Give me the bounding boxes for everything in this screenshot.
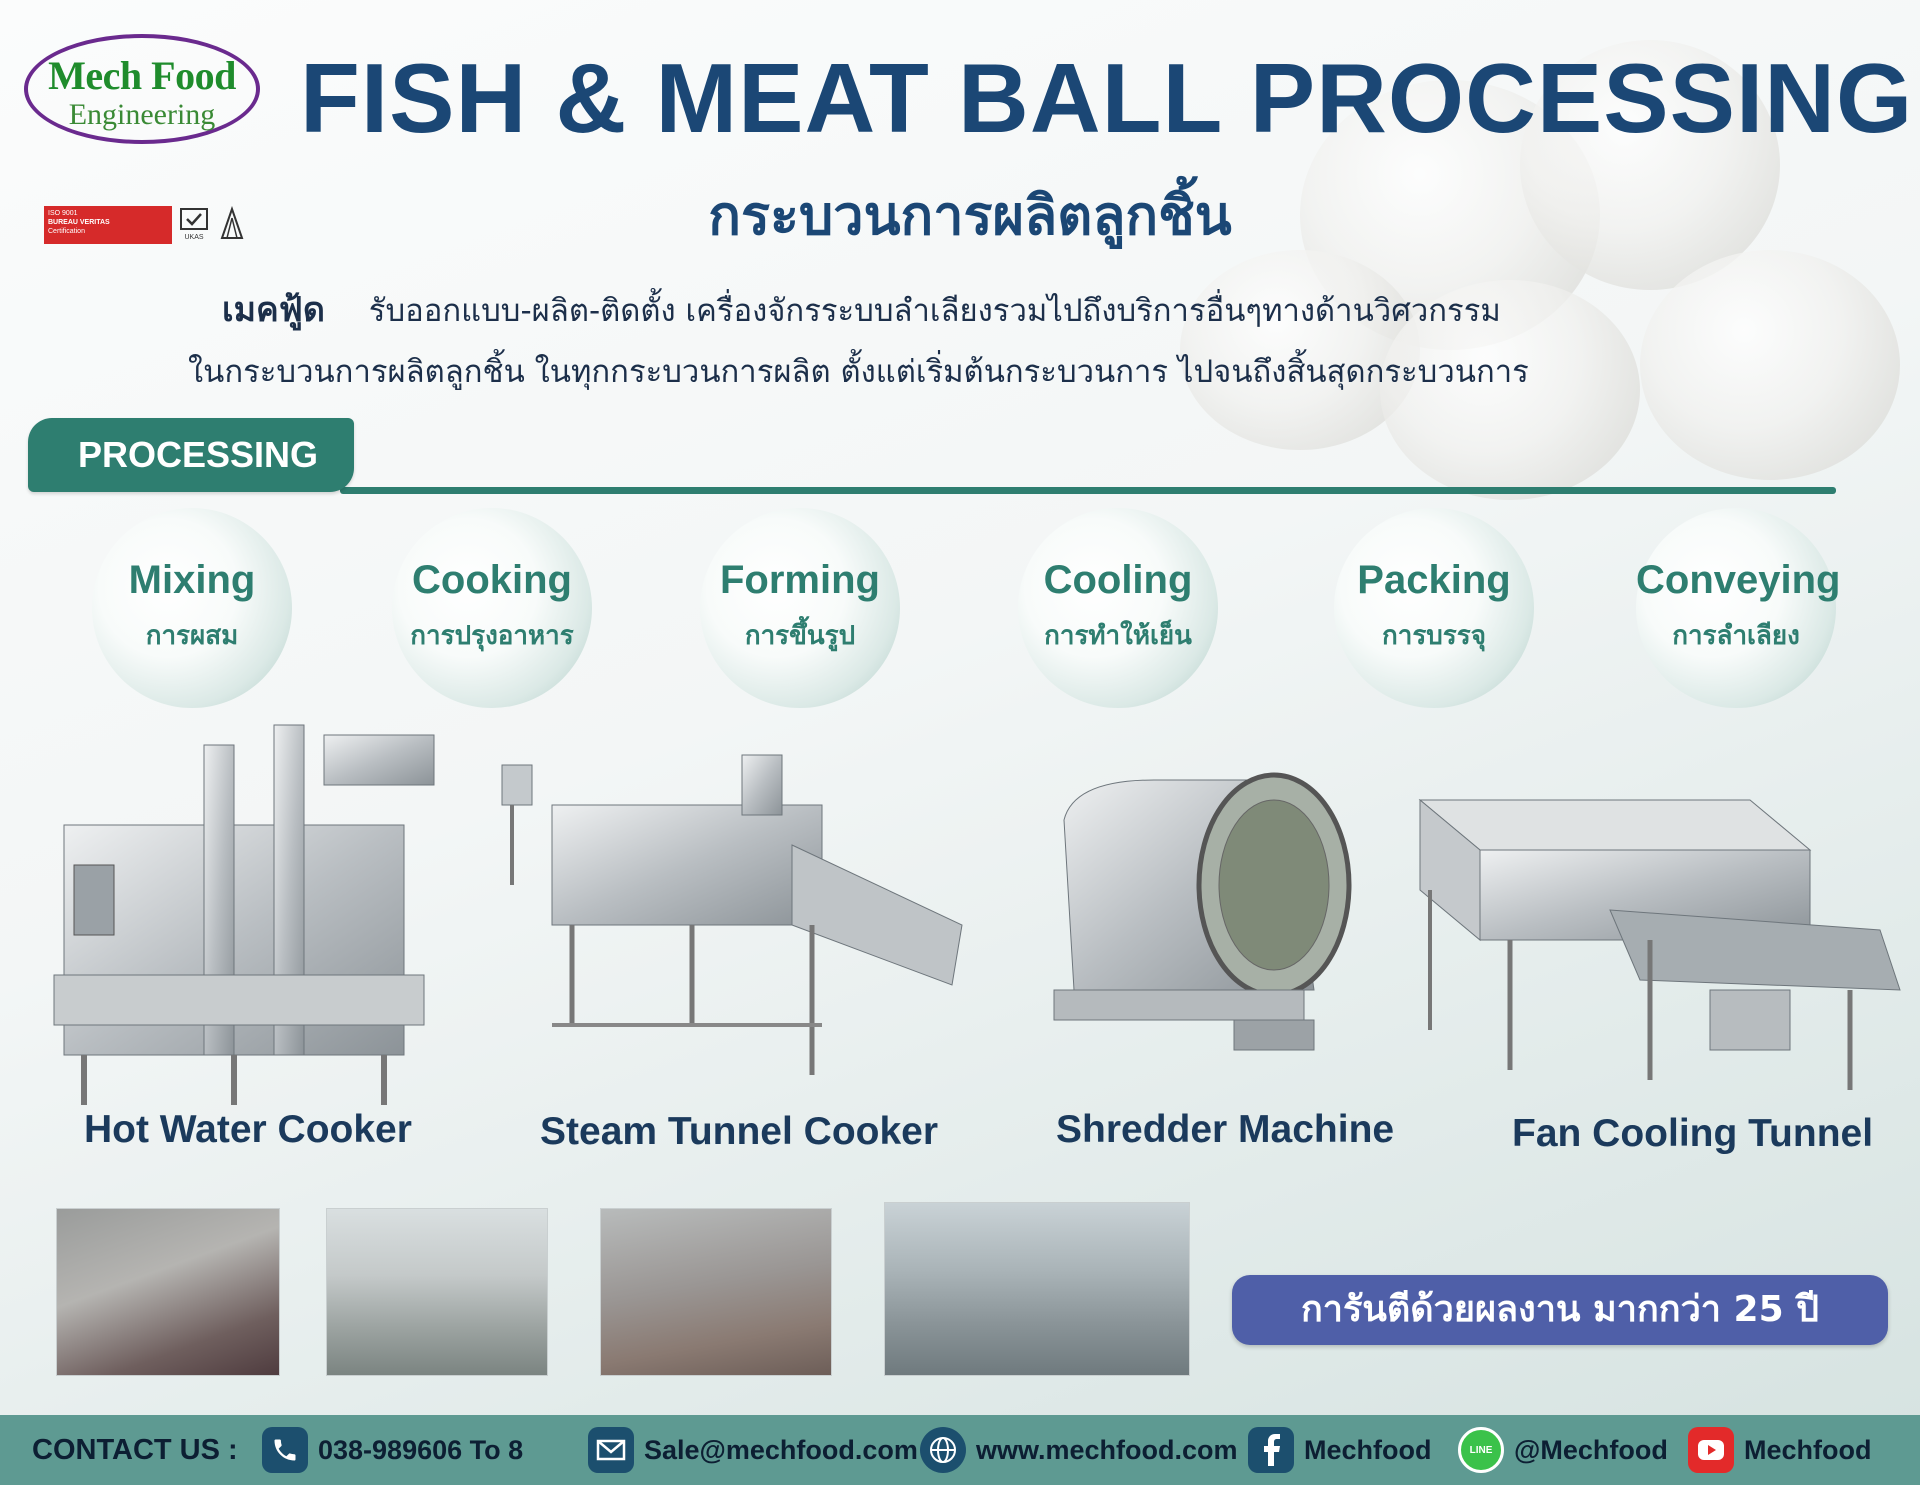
- shredder-machine-image: [1034, 760, 1364, 1060]
- step-packing: Packing การบรรจุ: [1334, 508, 1534, 708]
- step-subtitle: การทำให้เย็น: [1044, 621, 1192, 651]
- step-title: Conveying: [1636, 558, 1841, 602]
- contact-line[interactable]: LINE @Mechfood: [1458, 1425, 1668, 1475]
- guarantee-badge: การันตีด้วยผลงาน มากกว่า 25 ปี: [1232, 1275, 1888, 1345]
- description-text1: รับออกแบบ-ผลิต-ติดตั้ง เครื่องจักรระบบลำ…: [368, 293, 1501, 329]
- facebook-name: Mechfood: [1304, 1434, 1432, 1465]
- thai-emblem-icon: [220, 206, 244, 239]
- contact-phone[interactable]: 038-989606 To 8: [262, 1425, 523, 1475]
- step-title: Packing: [1357, 558, 1511, 602]
- contact-facebook[interactable]: Mechfood: [1248, 1425, 1432, 1475]
- line-icon: LINE: [1458, 1427, 1504, 1473]
- step-subtitle: การปรุงอาหาร: [410, 621, 574, 651]
- fish-ball-decoration: [1520, 40, 1780, 290]
- iso-text: ISO 9001: [48, 210, 78, 217]
- production-photo-1: [56, 1208, 280, 1376]
- ukas-icon: UKAS: [180, 208, 208, 241]
- phone-icon: [262, 1427, 308, 1473]
- description-line1: เมคฟู้ด รับออกแบบ-ผลิต-ติดตั้ง เครื่องจั…: [222, 282, 1722, 336]
- production-photo-3: [600, 1208, 832, 1376]
- certification-badges: ISO 9001 BUREAU VERITAS Certification UK…: [44, 204, 248, 246]
- fish-ball-decoration: [1180, 250, 1420, 450]
- processing-tab: PROCESSING: [28, 418, 354, 492]
- steam-tunnel-cooker-image: [492, 725, 972, 1095]
- globe-icon: [920, 1427, 966, 1473]
- contact-label: CONTACT US :: [32, 1434, 238, 1466]
- svg-text:UKAS: UKAS: [184, 234, 203, 241]
- facebook-icon: [1248, 1427, 1294, 1473]
- company-logo: Mech Food Engineering: [24, 34, 260, 144]
- contact-email[interactable]: Sale@mechfood.com: [588, 1425, 918, 1475]
- logo-line1: Mech Food: [48, 53, 236, 98]
- step-title: Forming: [720, 558, 880, 602]
- contact-youtube[interactable]: Mechfood: [1688, 1425, 1872, 1475]
- phone-number: 038-989606 To 8: [318, 1434, 524, 1465]
- youtube-icon: [1688, 1427, 1734, 1473]
- bv-sub-text: Certification: [48, 228, 85, 235]
- step-cooling: Cooling การทำให้เย็น: [1018, 508, 1218, 708]
- bv-text: BUREAU VERITAS: [48, 219, 110, 226]
- step-title: Mixing: [128, 558, 256, 602]
- hot-water-cooker-image: [44, 705, 464, 1115]
- step-subtitle: การขึ้นรูป: [744, 621, 856, 651]
- line-id: @Mechfood: [1514, 1434, 1668, 1465]
- step-conveying: Conveying การลำเลียง: [1636, 508, 1841, 708]
- production-photo-4: [884, 1202, 1190, 1376]
- email-icon: [588, 1427, 634, 1473]
- fan-cooling-tunnel-image: [1410, 770, 1910, 1100]
- section-divider: [340, 487, 1836, 494]
- brand-name: เมคฟู้ด: [222, 290, 325, 330]
- machine-label-fan-cooling-tunnel: Fan Cooling Tunnel: [1512, 1112, 1874, 1155]
- youtube-name: Mechfood: [1744, 1434, 1872, 1465]
- machine-label-hot-water-cooker: Hot Water Cooker: [84, 1108, 412, 1151]
- page-title: FISH & MEAT BALL PROCESSING: [300, 43, 1914, 153]
- step-title: Cooking: [412, 558, 572, 602]
- page-subtitle: กระบวนการผลิตลูกชิ้น: [708, 184, 1232, 247]
- machine-label-steam-tunnel-cooker: Steam Tunnel Cooker: [540, 1110, 939, 1153]
- machine-label-shredder-machine: Shredder Machine: [1056, 1108, 1395, 1151]
- step-cooking: Cooking การปรุงอาหาร: [392, 508, 592, 708]
- step-forming: Forming การขึ้นรูป: [700, 508, 900, 708]
- contact-website[interactable]: www.mechfood.com: [920, 1425, 1238, 1475]
- step-subtitle: การลำเลียง: [1672, 621, 1800, 651]
- fish-ball-decoration: [1640, 250, 1900, 480]
- logo-line2: Engineering: [68, 98, 216, 131]
- step-subtitle: การบรรจุ: [1382, 621, 1486, 651]
- fish-ball-decoration: [1380, 280, 1640, 500]
- step-mixing: Mixing การผสม: [92, 508, 292, 708]
- description-line2: ในกระบวนการผลิตลูกชิ้น ในทุกกระบวนการผลิ…: [188, 354, 1529, 390]
- step-title: Cooling: [1043, 558, 1193, 602]
- production-photo-2: [326, 1208, 548, 1376]
- step-subtitle: การผสม: [145, 621, 239, 651]
- email-address: Sale@mechfood.com: [644, 1434, 918, 1465]
- website-url: www.mechfood.com: [976, 1434, 1238, 1465]
- iso-badge: ISO 9001 BUREAU VERITAS Certification: [44, 206, 172, 244]
